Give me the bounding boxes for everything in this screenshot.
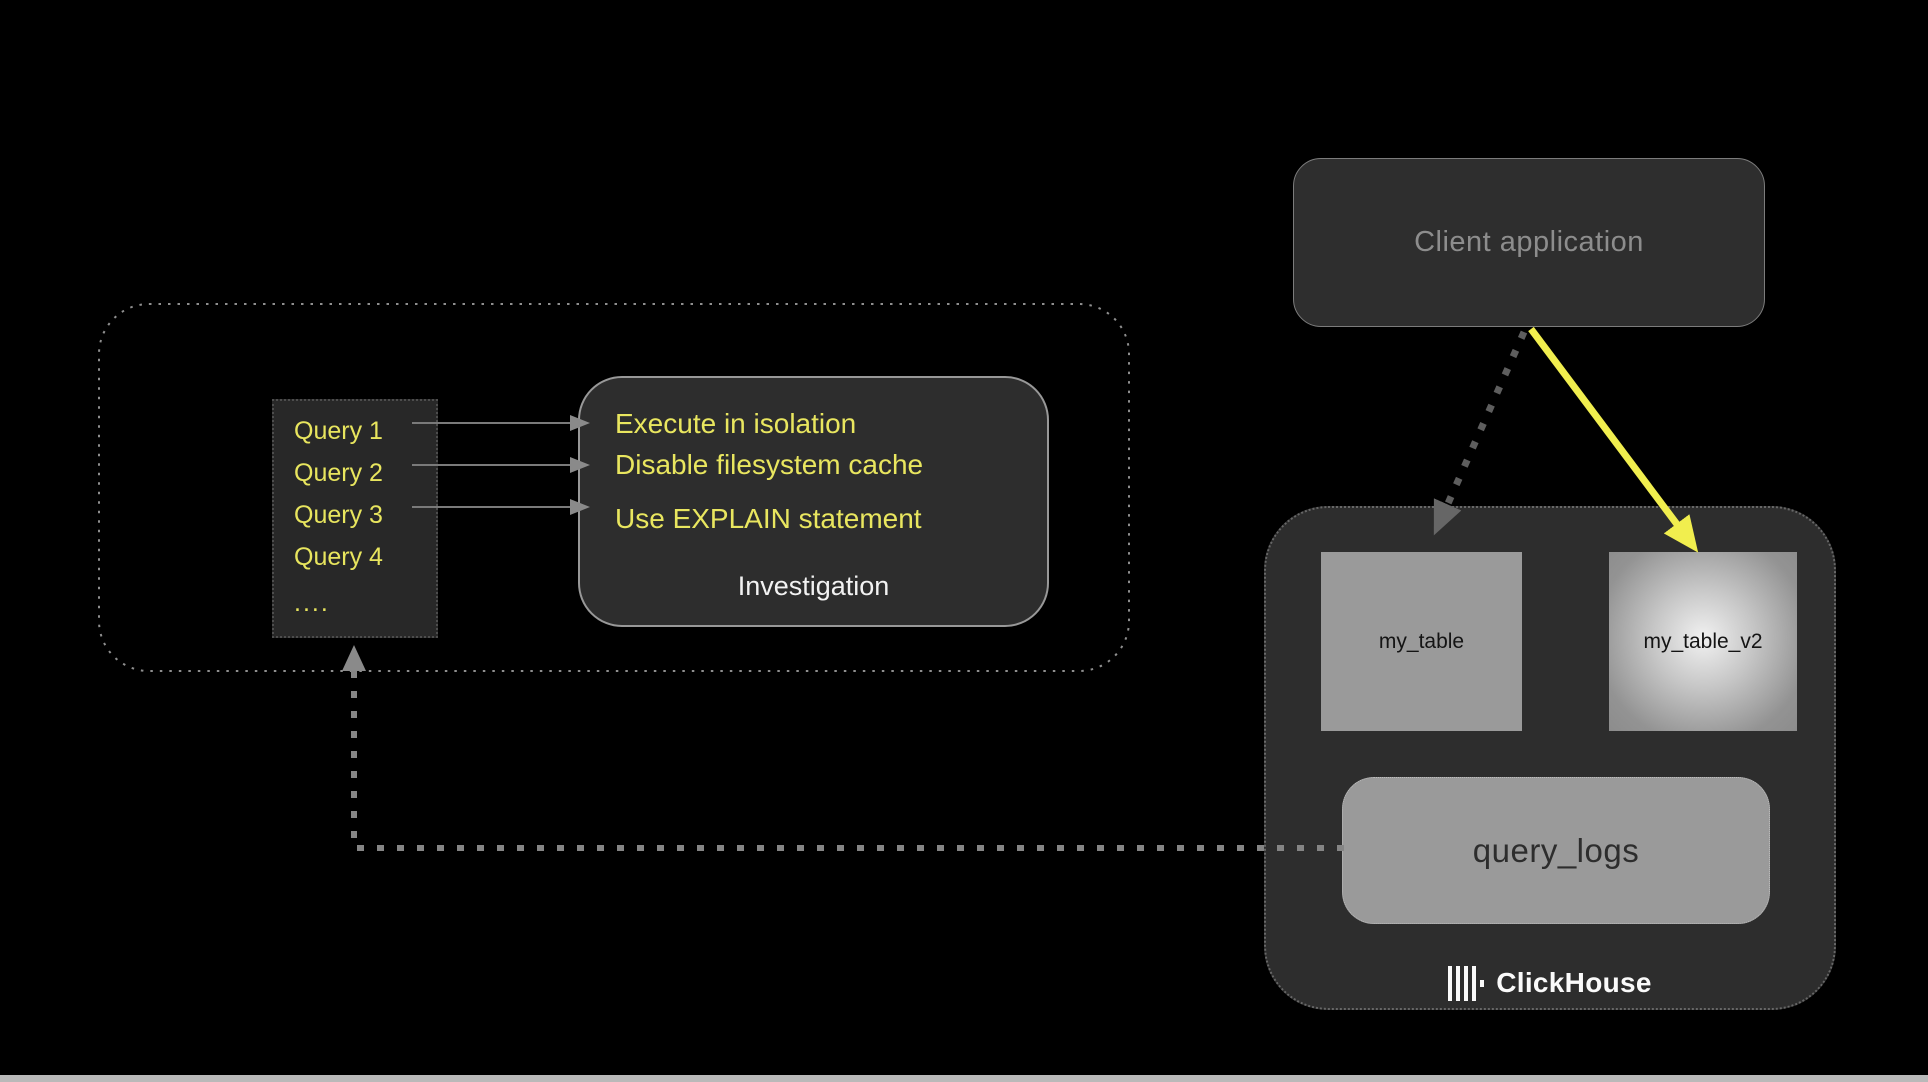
my-table-box: my_table xyxy=(1321,552,1522,731)
query-logs-feedback-arrow xyxy=(342,645,1344,851)
client-to-my-table-arrow xyxy=(1433,330,1528,536)
query-list-box: Query 1 Query 2 Query 3 Query 4 .... xyxy=(272,399,438,638)
query-item-ellipsis: .... xyxy=(294,589,330,617)
investigation-tip: Disable filesystem cache xyxy=(615,449,924,480)
clickhouse-brand-text: ClickHouse xyxy=(1496,967,1652,998)
clickhouse-container: my_table my_table_v2 query_logs ClickHou… xyxy=(1264,506,1836,1010)
query-logs-box: query_logs xyxy=(1342,777,1770,924)
investigation-tip: Execute in isolation xyxy=(615,408,857,439)
query-item: Query 3 xyxy=(294,501,383,529)
client-to-my-table-v2-arrow xyxy=(1528,326,1699,553)
query-item: Query 4 xyxy=(294,543,383,571)
investigation-box: Execute in isolation Disable filesystem … xyxy=(578,376,1049,627)
clickhouse-logo-icon xyxy=(1448,965,1485,1001)
query-item: Query 2 xyxy=(294,459,383,487)
query-item: Query 1 xyxy=(294,417,383,445)
bottom-edge-strip xyxy=(0,1075,1928,1082)
my-table-v2-label: my_table_v2 xyxy=(1643,629,1763,653)
client-application-box: Client application xyxy=(1293,158,1765,327)
investigation-tip: Use EXPLAIN statement xyxy=(615,503,922,534)
my-table-v2-box: my_table_v2 xyxy=(1609,552,1797,731)
client-application-label: Client application xyxy=(1414,226,1644,258)
investigation-label: Investigation xyxy=(737,571,890,601)
query-logs-label: query_logs xyxy=(1472,831,1640,869)
clickhouse-brand: ClickHouse xyxy=(1266,963,1834,1003)
my-table-label: my_table xyxy=(1378,629,1465,653)
